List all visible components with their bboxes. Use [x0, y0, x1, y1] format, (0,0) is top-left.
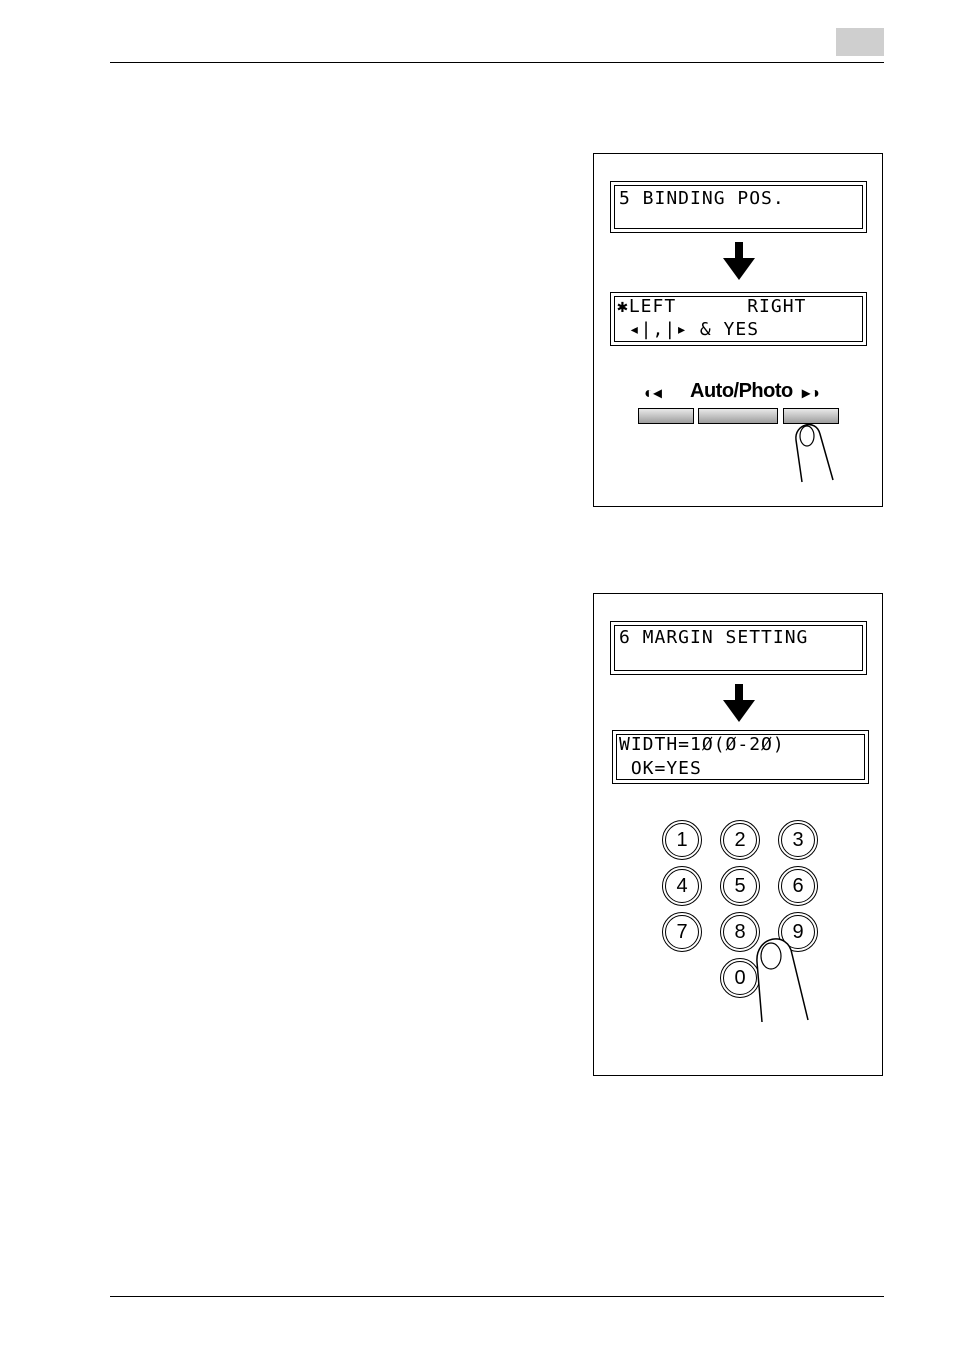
lcd-screen-width: WIDTH=1Ø(Ø-2Ø) OK=YES: [612, 730, 869, 784]
down-arrow-icon: [722, 242, 756, 282]
lcd-screen-binding-pos: 5 BINDING POS.: [610, 181, 867, 233]
key-2[interactable]: 2: [720, 820, 760, 860]
key-3[interactable]: 3: [778, 820, 818, 860]
finger-pointer-icon: [790, 416, 840, 484]
lcd-line-2: ◂|,|▸ & YES: [617, 319, 759, 341]
lcd-line-1: ✱LEFT RIGHT: [617, 296, 806, 318]
key-6[interactable]: 6: [778, 866, 818, 906]
page-tab-marker: [836, 28, 884, 56]
lighter-button[interactable]: [638, 408, 694, 424]
key-5[interactable]: 5: [720, 866, 760, 906]
auto-photo-button[interactable]: [698, 408, 778, 424]
auto-photo-label: Auto/Photo: [690, 380, 793, 403]
lighter-icon: ◐◂: [644, 383, 662, 403]
key-1[interactable]: 1: [662, 820, 702, 860]
lcd-line-1: WIDTH=1Ø(Ø-2Ø): [619, 734, 785, 756]
darker-icon: ▸◑: [802, 383, 820, 403]
lcd-screen-margin-setting: 6 MARGIN SETTING: [610, 621, 867, 675]
footer-rule: [110, 1296, 884, 1297]
finger-pointer-icon: [754, 928, 814, 1024]
key-4[interactable]: 4: [662, 866, 702, 906]
header-rule: [110, 62, 884, 63]
binding-position-figure: 5 BINDING POS. ✱LEFT RIGHT ◂|,|▸ & YES ◐…: [593, 153, 883, 507]
lcd-line-1: 6 MARGIN SETTING: [619, 627, 808, 649]
lcd-line-1: 5 BINDING POS.: [619, 188, 785, 210]
down-arrow-icon: [722, 684, 756, 724]
lcd-screen-left-right: ✱LEFT RIGHT ◂|,|▸ & YES: [610, 292, 867, 346]
lcd-line-2: OK=YES: [619, 758, 702, 780]
margin-setting-figure: 6 MARGIN SETTING WIDTH=1Ø(Ø-2Ø) OK=YES 1…: [593, 593, 883, 1076]
key-7[interactable]: 7: [662, 912, 702, 952]
